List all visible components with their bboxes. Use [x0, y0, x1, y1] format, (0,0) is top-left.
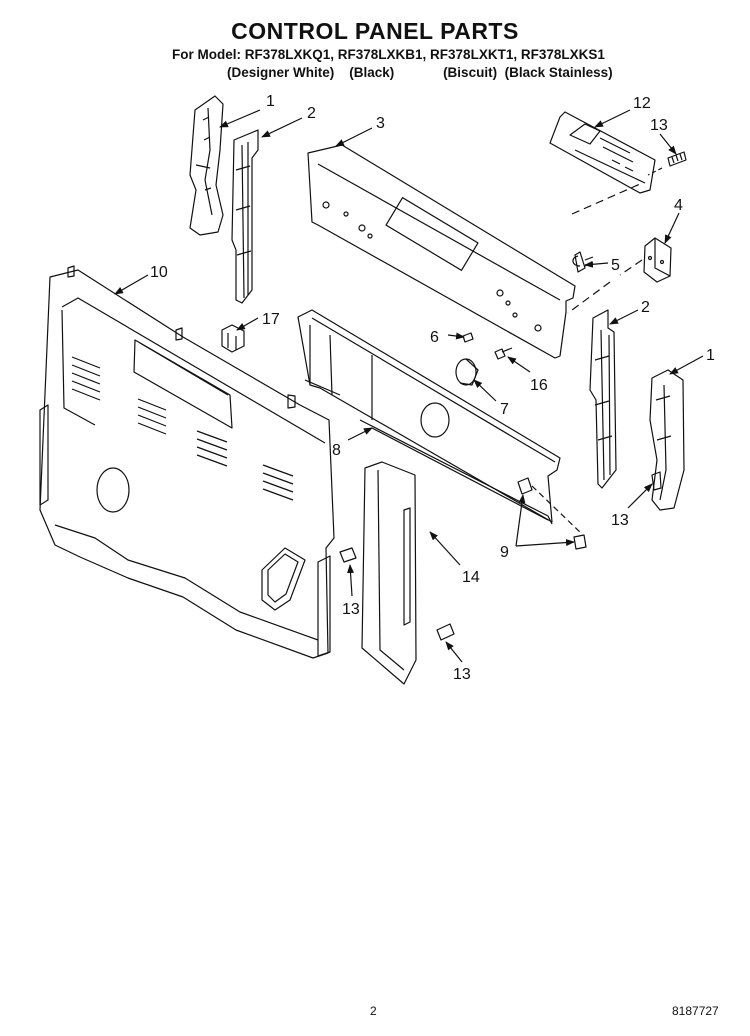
part-support-panel: [297, 309, 561, 525]
callout-2-left: 2: [307, 105, 316, 122]
part-back-panel: [39, 265, 335, 659]
document-number: 8187727: [672, 1004, 719, 1018]
callout-6: 6: [430, 329, 439, 346]
callout-13-lower-left: 13: [342, 601, 360, 618]
part-screws-9: [517, 477, 587, 550]
switch-dashed-line: [567, 259, 643, 314]
callout-3: 3: [376, 115, 385, 132]
callout-17: 17: [262, 311, 280, 328]
color-designer-white: (Designer White): [227, 65, 335, 80]
callout-7: 7: [500, 401, 509, 418]
color-black-stainless: (Black Stainless): [504, 65, 613, 80]
callout-1-right: 1: [706, 347, 715, 364]
part-control-overlay: [549, 111, 656, 194]
screw-path-dashed: [531, 485, 583, 535]
part-bolt: [462, 332, 474, 343]
part-side-bracket-left: [231, 129, 259, 304]
callout-4: 4: [674, 197, 683, 214]
callout-1-left: 1: [266, 93, 275, 110]
callout-5: 5: [611, 257, 620, 274]
page-number: 2: [370, 1004, 377, 1018]
callout-2-right: 2: [641, 299, 650, 316]
part-end-cap-left: [189, 95, 224, 236]
part-switch: [643, 237, 672, 283]
page-title: CONTROL PANEL PARTS: [231, 18, 519, 44]
part-end-cap-right: [649, 369, 685, 511]
part-screw-overlay: [667, 151, 687, 167]
callout-13-lower-right: 13: [453, 666, 471, 683]
callout-9: 9: [500, 544, 509, 561]
part-side-trim: [361, 461, 417, 685]
color-biscuit: (Biscuit): [443, 65, 498, 80]
callout-12: 12: [633, 95, 651, 112]
color-list: (Designer White) (Black) (Biscuit) (Blac…: [227, 65, 613, 80]
color-black: (Black): [349, 65, 395, 80]
callout-16: 16: [530, 377, 548, 394]
part-screw-lower-right: [436, 623, 455, 641]
part-control-panel: [307, 144, 576, 359]
callout-13-right: 13: [611, 512, 629, 529]
callout-8: 8: [332, 442, 341, 459]
part-knob: [455, 358, 479, 386]
screw-dashed-line: [647, 167, 663, 176]
callout-leaders: [114, 109, 704, 663]
part-screw-16: [494, 347, 513, 360]
part-clip: [221, 324, 245, 353]
vent-slots: [71, 356, 294, 501]
part-side-bracket-right: [589, 309, 617, 489]
part-wire-harness: [572, 251, 594, 273]
part-screw-right: [651, 471, 662, 491]
callout-10: 10: [150, 264, 168, 281]
assembly-dashed-line: [571, 183, 641, 215]
callout-labels: 1 2 3 12 13 4 5 10 17 6 2 1 16 7 8 13 9 …: [150, 93, 715, 683]
callout-13-overlay: 13: [650, 117, 668, 134]
part-screw-lower-left: [339, 547, 357, 563]
model-list: For Model: RF378LXKQ1, RF378LXKB1, RF378…: [172, 47, 605, 62]
callout-14: 14: [462, 569, 480, 586]
